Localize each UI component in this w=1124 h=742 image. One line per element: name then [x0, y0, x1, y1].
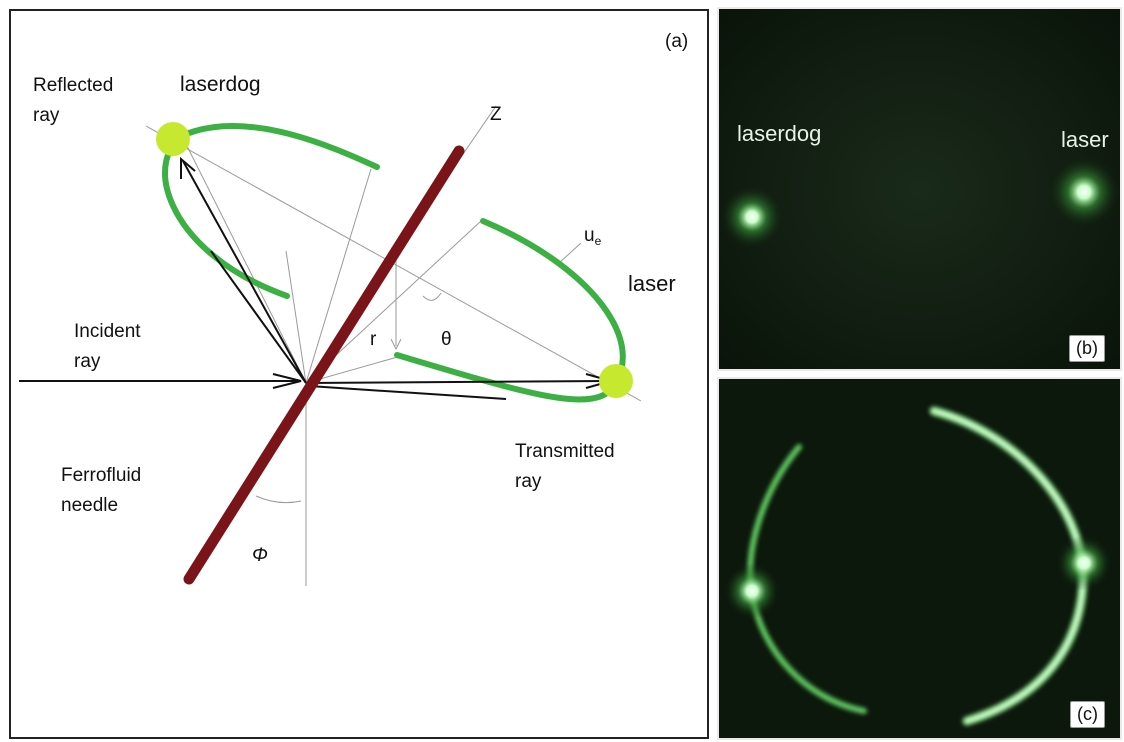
incident-ray-arrowhead [272, 373, 302, 389]
transmitted-ray-line [305, 380, 610, 384]
panel-c-tag: (c) [1070, 701, 1105, 728]
schematic-diagram: (a) Reflected ray laserdog Z ue laser In… [19, 31, 688, 586]
ue-leader-line [558, 242, 582, 264]
phi-arc [255, 495, 302, 504]
construct-line-6 [185, 143, 307, 384]
r-label: r [370, 329, 377, 350]
transmitted-ray-label-line1: Transmitted [515, 441, 615, 462]
laserdog-ring-spot [724, 563, 780, 619]
ferrofluid-label-line2: needle [61, 495, 118, 516]
theta-arc [422, 292, 442, 301]
reflected-ray-label-line1: Reflected [33, 75, 113, 96]
photo-b-laserdog-label: laserdog [737, 121, 822, 146]
theta-label: θ [441, 329, 452, 350]
incident-ray-label-line1: Incident [74, 321, 141, 342]
laserdog-spot [156, 122, 190, 156]
laserdog-glow-spot [720, 185, 784, 249]
phi-label: Φ [252, 545, 268, 566]
laser-label: laser [628, 271, 676, 296]
z-axis-label: Z [490, 104, 502, 125]
construction-lines [145, 105, 642, 586]
panel-b-tag: (b) [1069, 335, 1105, 362]
photo-panel-b: laserdog laser (b) [717, 7, 1122, 371]
reflected-ray-base [210, 250, 307, 384]
rays [19, 156, 615, 400]
schematic-panel: (a) Reflected ray laserdog Z ue laser In… [9, 9, 709, 739]
laser-spot [599, 364, 633, 398]
laser-glow-spot [1048, 156, 1120, 228]
laser-ring-spot [1056, 535, 1112, 591]
transmitted-ray-label-line2: ray [515, 471, 542, 492]
panel-a-tag: (a) [665, 31, 688, 52]
ring-segment-lower [394, 218, 626, 403]
reflected-ray-label-line2: ray [33, 105, 60, 126]
construct-line-2 [285, 250, 307, 384]
r-arrow-head [390, 338, 402, 351]
reflected-ray-arrowhead [180, 156, 196, 179]
photo-panel-c: (c) [717, 377, 1122, 740]
photo-c-background [719, 379, 1120, 738]
laserdog-label: laserdog [180, 73, 261, 96]
transmitted-ray-secondary [308, 385, 507, 400]
photo-c-image [719, 379, 1120, 738]
photo-b-laser-label: laser [1061, 127, 1109, 152]
ring-segment-upper [162, 123, 380, 299]
incident-ray-label-line2: ray [74, 351, 101, 372]
ue-label: ue [584, 225, 602, 248]
reflected-ray-line [182, 160, 307, 384]
construct-line-3 [305, 168, 372, 384]
photo-b-image [719, 9, 1120, 369]
ferrofluid-needle [183, 145, 465, 585]
ferrofluid-label-line1: Ferrofluid [61, 465, 141, 486]
